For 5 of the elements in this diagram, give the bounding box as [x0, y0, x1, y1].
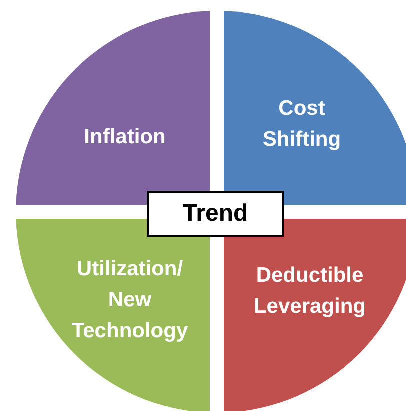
sector-label: Utilization/ New Technology	[70, 256, 190, 344]
center-label-box: Trend	[147, 191, 284, 237]
sector-label: Inflation	[83, 124, 167, 150]
sector-label: Cost Shifting	[262, 96, 342, 153]
sector-label: Deductible Leveraging	[252, 263, 368, 320]
